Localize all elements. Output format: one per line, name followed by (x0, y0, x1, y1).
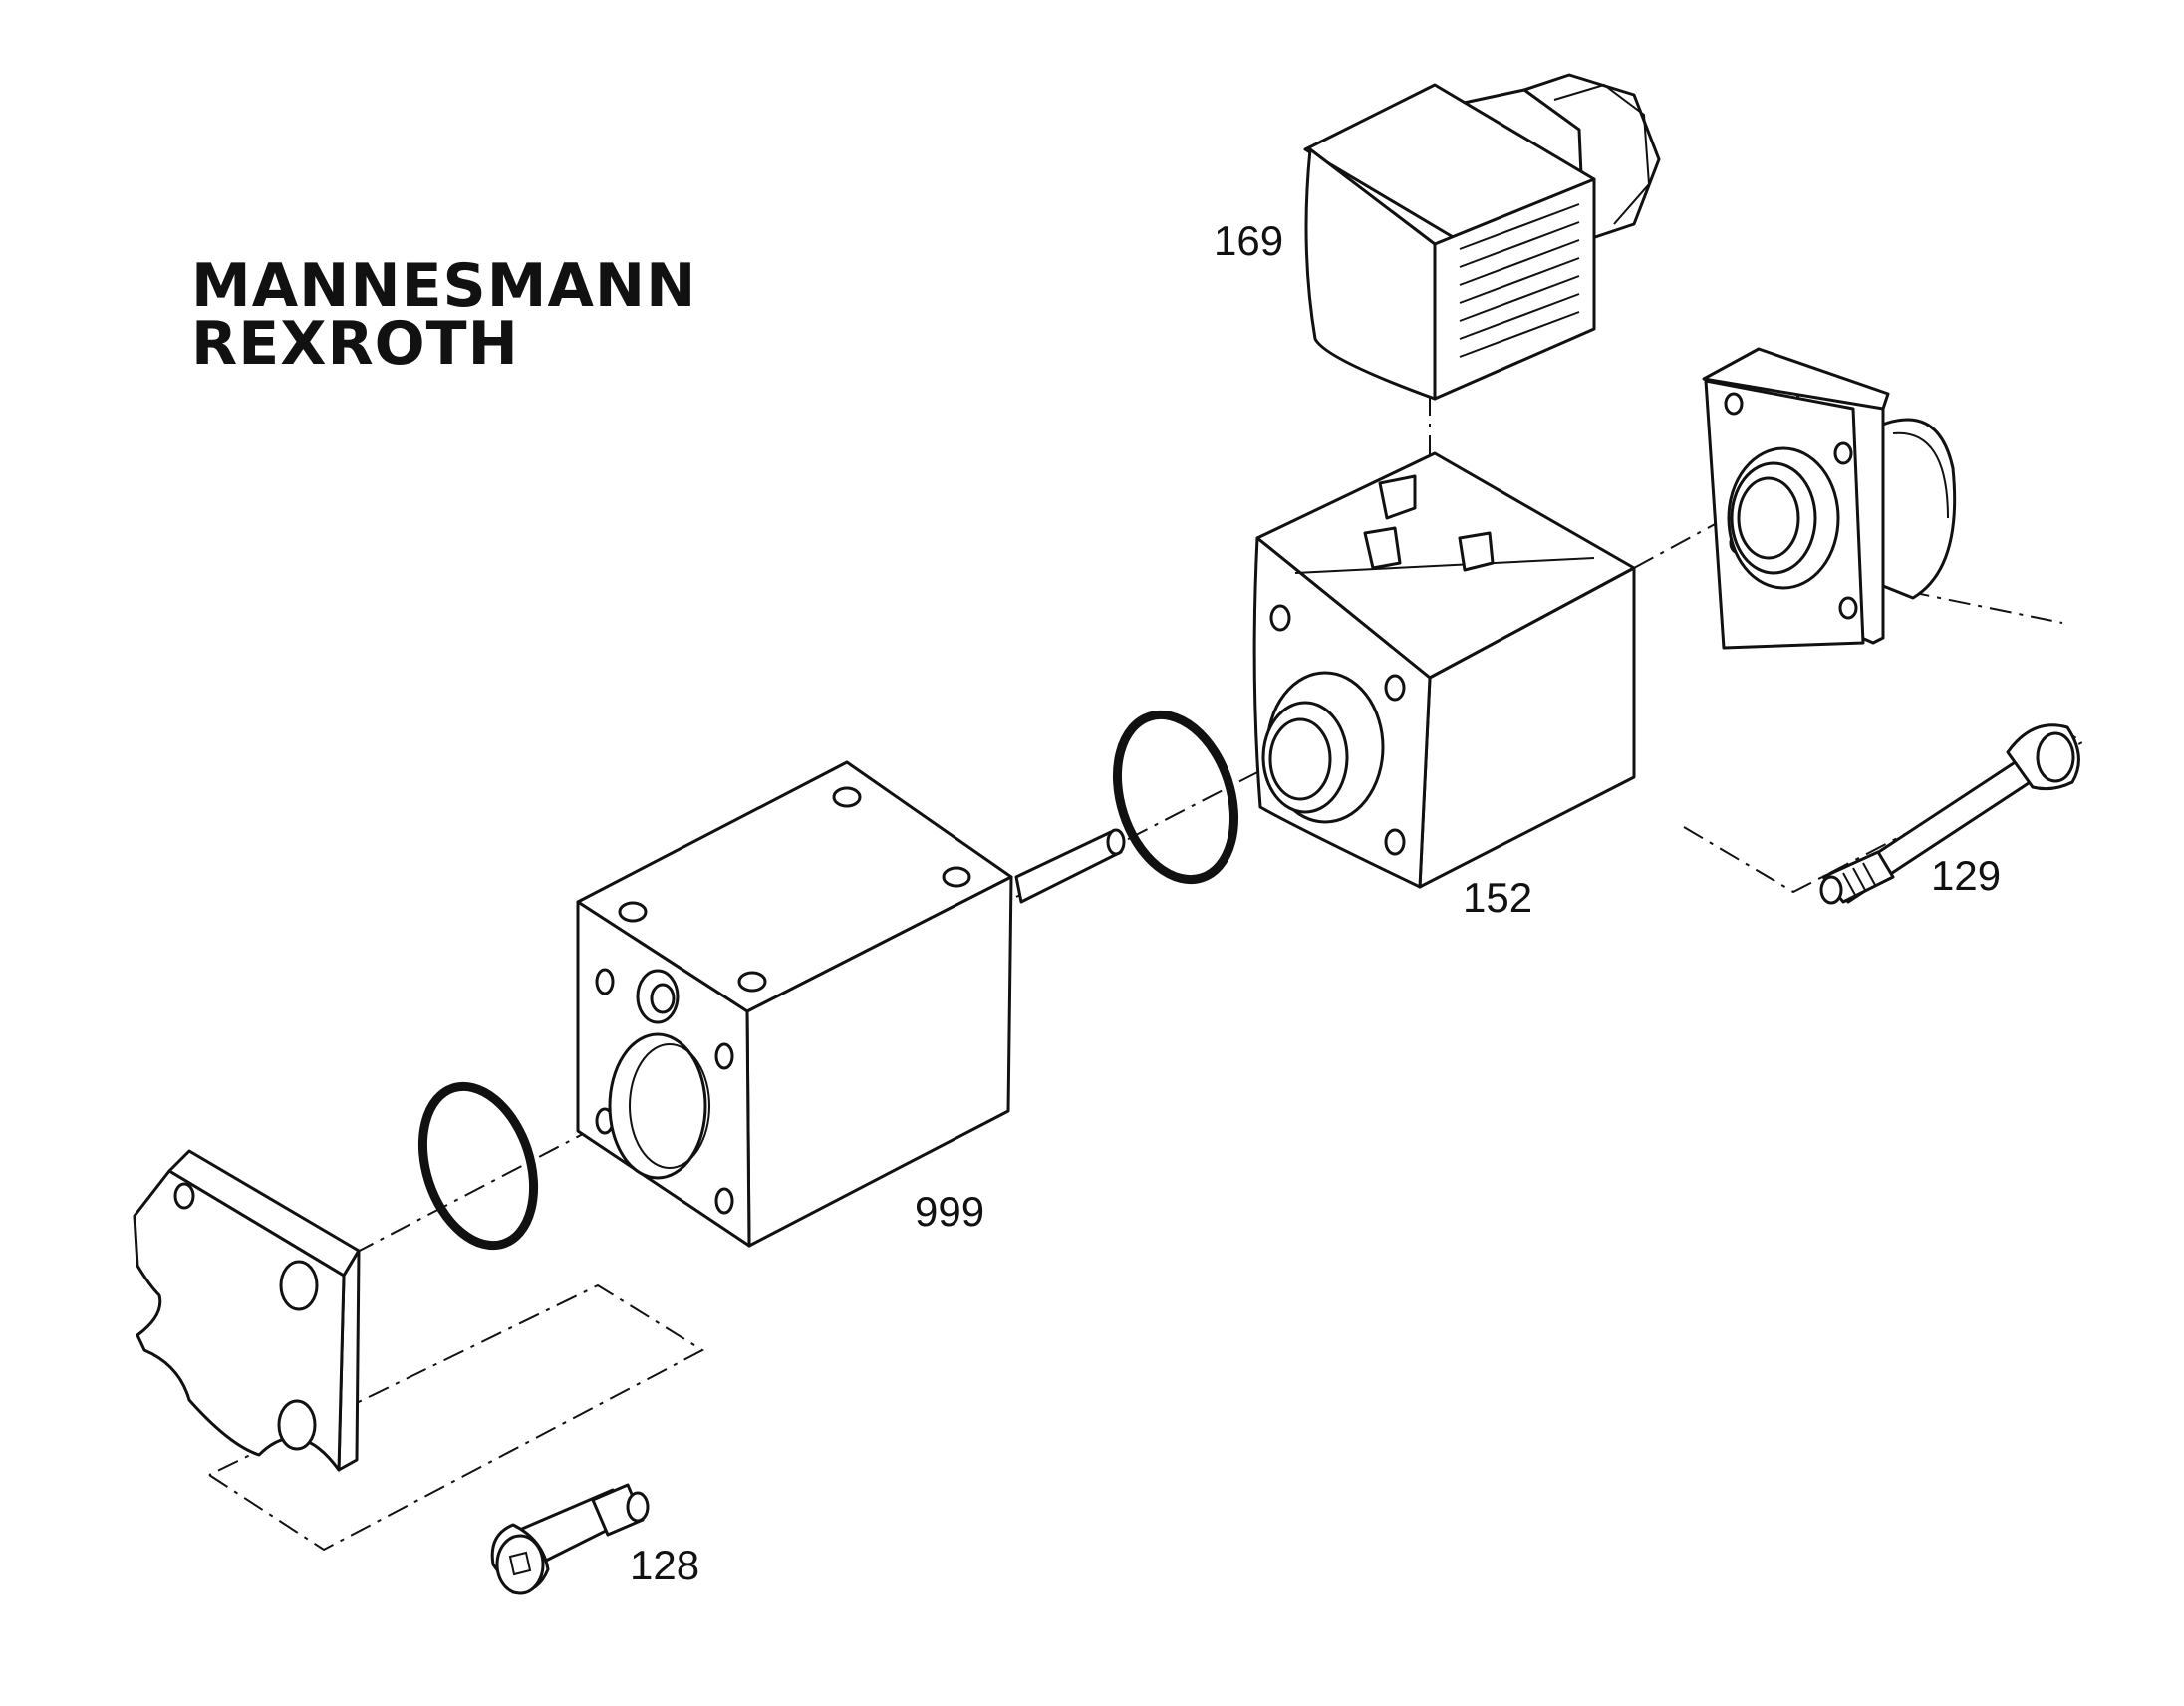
o-ring-lower (417, 1081, 539, 1251)
callout-129: 129 (1931, 852, 2002, 899)
push-rod (1014, 828, 1126, 904)
brand-line-1: MANNESMANN (191, 251, 697, 321)
screw-128 (490, 1483, 650, 1595)
flange-top-right (1702, 347, 1957, 650)
callout-169: 169 (1214, 217, 1284, 264)
o-ring-upper (1112, 710, 1239, 885)
housing-999 (576, 760, 1013, 1248)
callout-152: 152 (1463, 874, 1533, 921)
solenoid-152 (1252, 451, 1636, 889)
brand-logo: MANNESMANN REXROTH (191, 251, 697, 379)
callout-128: 128 (630, 1542, 700, 1588)
callout-999: 999 (915, 1188, 985, 1235)
connector-169 (1303, 73, 1661, 401)
end-cover (133, 1149, 361, 1472)
screw-129 (1819, 723, 2080, 905)
brand-line-2: REXROTH (191, 309, 519, 379)
